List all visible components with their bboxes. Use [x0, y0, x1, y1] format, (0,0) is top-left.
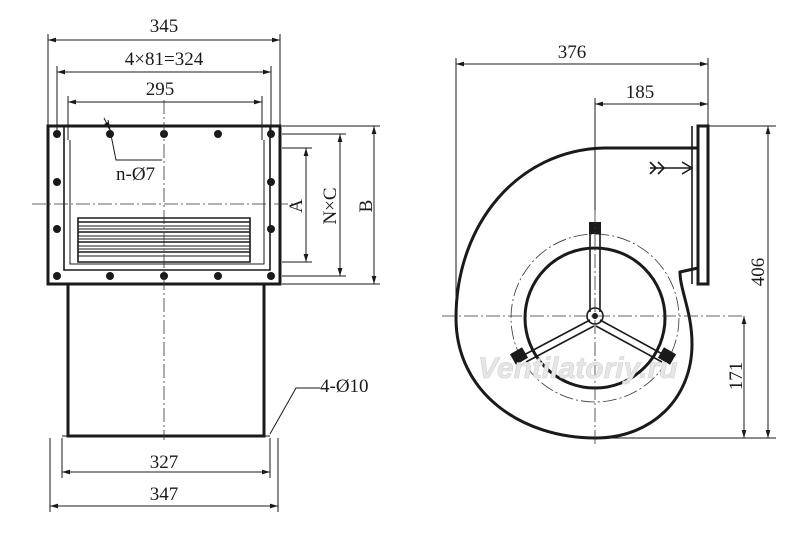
airflow-arrow-icon	[649, 161, 694, 175]
label-holes: n-Ø7	[116, 164, 155, 185]
side-outlet-flange	[696, 124, 710, 286]
outlet-opening	[63, 126, 271, 271]
dim-side-overall-width: 376	[558, 42, 587, 63]
dim-base-outer-width: 347	[150, 484, 179, 505]
motor-spider	[509, 222, 677, 365]
dim-base-inner-width: 327	[150, 452, 179, 473]
side-view: 376 185 406 171 Ventilatoriy.ru	[442, 42, 776, 446]
dim-shaft-height: 171	[726, 362, 747, 391]
front-view: 345 4×81=324 295 n-Ø7 A N×C B 4-Ø10 327	[32, 16, 380, 512]
dim-hole-pitch: 4×81=324	[125, 49, 204, 70]
dim-overall-width: 345	[150, 16, 179, 37]
watermark: Ventilatoriy.ru	[478, 352, 677, 385]
scroll-housing	[454, 146, 699, 440]
dim-opening-width: 295	[146, 79, 175, 100]
housing-body	[66, 284, 266, 438]
flange-bolt-holes	[53, 130, 275, 280]
dim-side-height: 406	[748, 258, 769, 287]
dim-nxc: N×C	[320, 187, 341, 224]
dim-a: A	[286, 199, 307, 213]
label-mount-holes: 4-Ø10	[320, 376, 369, 397]
dim-outlet-offset: 185	[626, 82, 655, 103]
dim-b: B	[356, 200, 377, 213]
